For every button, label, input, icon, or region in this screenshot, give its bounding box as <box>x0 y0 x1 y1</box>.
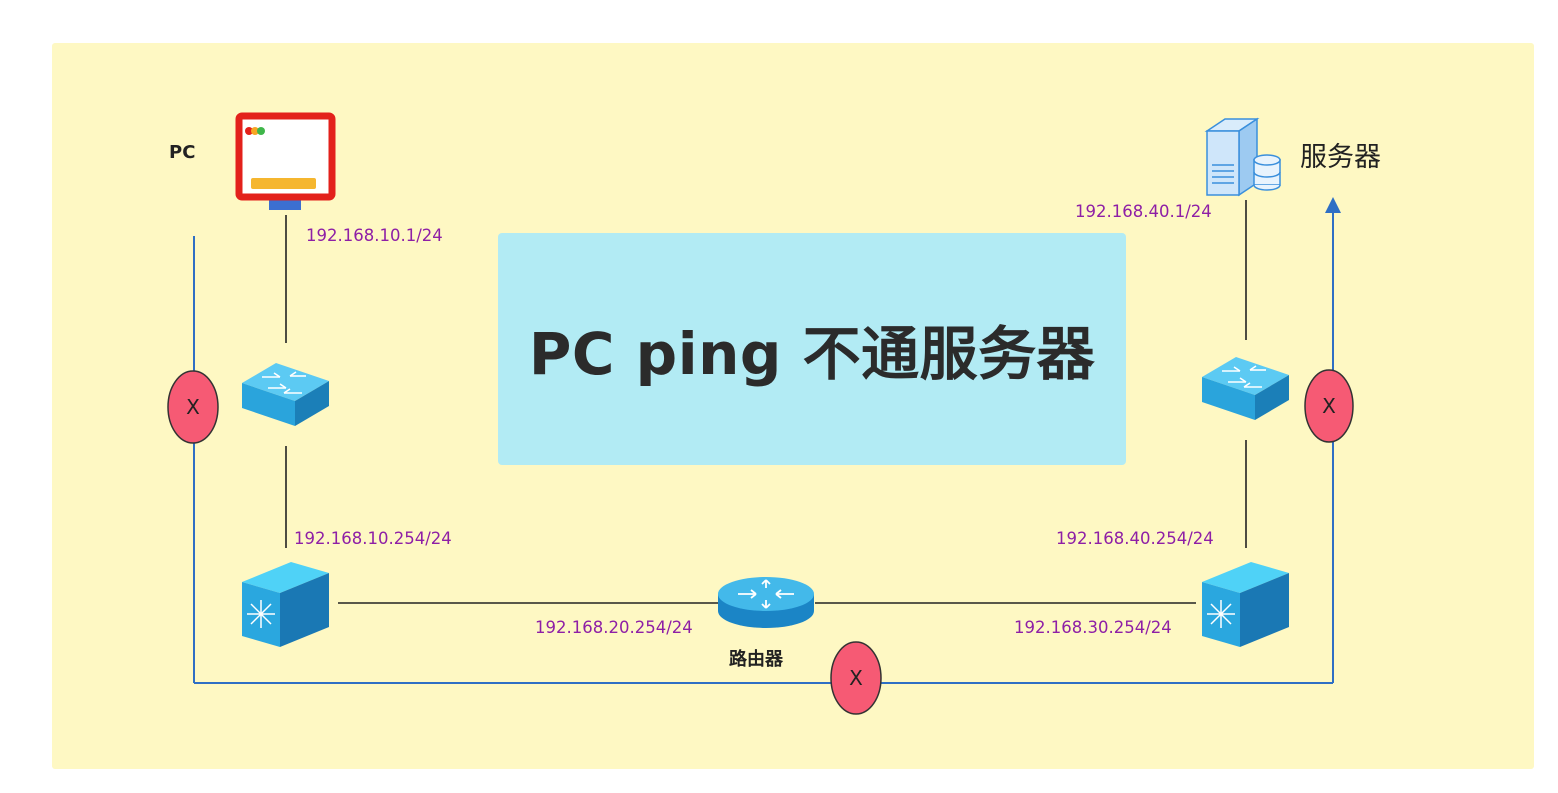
fail-mark-right: X <box>1304 369 1354 443</box>
fail-mark-bottom: X <box>830 641 882 715</box>
title-box: PC ping 不通服务器 <box>498 233 1126 465</box>
pc-label: PC <box>169 142 196 163</box>
router-left-ip-label: 192.168.20.254/24 <box>535 618 693 637</box>
fail-mark-left: X <box>167 370 219 444</box>
pc-ip-label: 192.168.10.1/24 <box>306 226 443 245</box>
left-core-switch-icon <box>242 562 329 647</box>
server-icon <box>1204 117 1281 197</box>
fail-mark-left-text: X <box>186 395 200 419</box>
fail-mark-right-text: X <box>1322 394 1336 418</box>
router-right-ip-label: 192.168.30.254/24 <box>1014 618 1172 637</box>
left-gateway-ip-label: 192.168.10.254/24 <box>294 529 452 548</box>
pc-monitor-icon <box>235 112 336 210</box>
diagram-title: PC ping 不通服务器 <box>528 320 1096 388</box>
left-access-switch-icon <box>242 363 329 426</box>
right-core-switch-icon <box>1202 562 1289 647</box>
router-label: 路由器 <box>729 649 783 670</box>
server-ip-label: 192.168.40.1/24 <box>1075 202 1212 221</box>
ping-path <box>193 197 1341 684</box>
right-access-switch-icon <box>1202 357 1289 420</box>
network-links <box>285 200 1247 604</box>
server-label: 服务器 <box>1300 142 1381 173</box>
router-icon <box>718 577 814 628</box>
right-gateway-ip-label: 192.168.40.254/24 <box>1056 529 1214 548</box>
fail-mark-bottom-text: X <box>849 666 863 690</box>
